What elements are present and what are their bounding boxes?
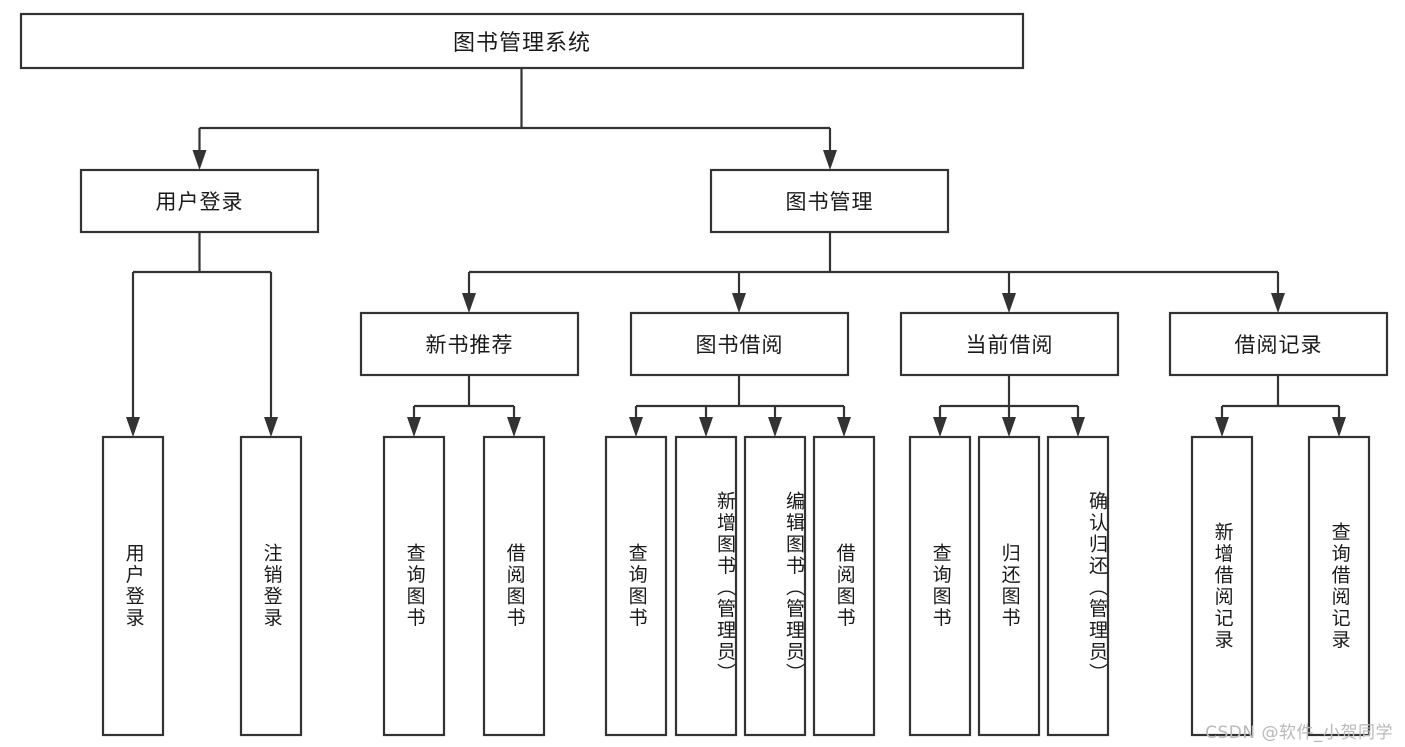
connector-group-login-to-leaves (126, 232, 278, 437)
node-box-leaf8[interactable] (812, 435, 876, 737)
arrow-head-to-record (1271, 293, 1285, 313)
arrow-head-leaf3 (407, 417, 421, 437)
arrow-head-leaf1 (126, 417, 140, 437)
connector-group-bookmgr-to-level3 (462, 232, 1285, 313)
node-box-leaf9[interactable] (908, 435, 972, 737)
connector-group-root-to-level2 (192, 69, 837, 170)
arrow-head-to-current (1002, 293, 1016, 313)
node-box-leaf2[interactable] (239, 435, 303, 737)
arrow-head-leaf8 (837, 417, 851, 437)
arrow-head-leaf9 (933, 417, 947, 437)
arrow-head-leaf5 (629, 417, 643, 437)
arrow-head-to-bookmgr (823, 150, 837, 170)
node-box-current[interactable] (899, 311, 1120, 377)
arrow-head-leaf6 (699, 417, 713, 437)
node-box-leaf12[interactable] (1190, 435, 1254, 737)
node-box-leaf11[interactable] (1046, 435, 1110, 737)
arrow-head-leaf4 (507, 417, 521, 437)
node-box-bookmgr[interactable] (709, 168, 950, 234)
node-box-leaf3[interactable] (382, 435, 446, 737)
node-box-leaf13[interactable] (1307, 435, 1371, 737)
arrow-head-leaf2 (264, 417, 278, 437)
node-box-newbook[interactable] (359, 311, 580, 377)
arrow-head-leaf10 (1002, 417, 1016, 437)
node-box-leaf1[interactable] (101, 435, 165, 737)
node-box-leaf4[interactable] (482, 435, 546, 737)
node-box-borrow[interactable] (629, 311, 850, 377)
node-box-leaf7[interactable] (743, 435, 807, 737)
node-box-leaf6[interactable] (674, 435, 738, 737)
connector-group-record-to-leaves (1215, 375, 1346, 437)
arrow-head-leaf12 (1215, 417, 1229, 437)
arrow-head-leaf7 (768, 417, 782, 437)
connector-group-current-to-leaves (933, 375, 1085, 437)
arrow-head-to-newbook (462, 293, 476, 313)
arrow-head-leaf13 (1332, 417, 1346, 437)
connector-group-newbook-to-leaves (407, 375, 521, 437)
arrow-head-leaf11 (1071, 417, 1085, 437)
node-box-leaf10[interactable] (977, 435, 1041, 737)
arrow-head-to-borrow (732, 293, 746, 313)
arrow-head-to-login (192, 150, 207, 170)
connector-group-borrow-to-leaves (629, 375, 851, 437)
node-box-login[interactable] (79, 168, 320, 234)
node-box-root[interactable] (19, 12, 1025, 70)
node-box-record[interactable] (1168, 311, 1389, 377)
node-box-leaf5[interactable] (604, 435, 668, 737)
